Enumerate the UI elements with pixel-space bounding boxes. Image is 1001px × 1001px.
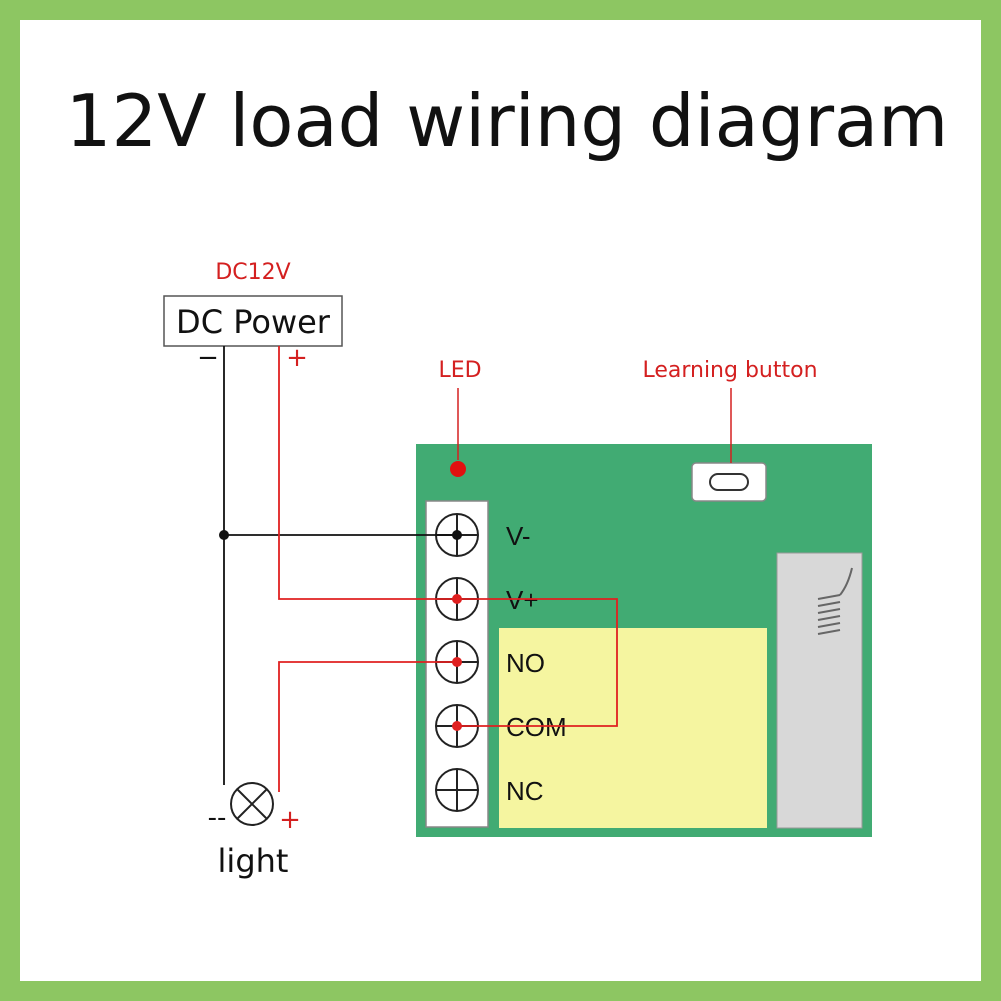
dc-power-box xyxy=(163,295,343,347)
light-label: light xyxy=(218,842,289,880)
terminal-label-no: NO xyxy=(506,648,545,678)
wire-no-to-light xyxy=(278,661,457,792)
positive-wire-power-to-com xyxy=(278,346,618,727)
dc-power-label: DC Power xyxy=(176,303,331,341)
terminal-label-nc: NC xyxy=(506,776,544,806)
light-minus-sign: -- xyxy=(208,803,227,833)
terminal-nc: NC xyxy=(435,768,544,812)
light-plus-sign: + xyxy=(279,805,301,835)
relay-area xyxy=(499,628,767,828)
diagram-title: 12V load wiring diagram xyxy=(66,79,949,163)
negative-junction-dot xyxy=(219,530,229,540)
terminal-label-v-plus: V+ xyxy=(506,585,539,615)
v-minus-connection-dot xyxy=(452,530,462,540)
learning-button-label: Learning button xyxy=(642,358,817,383)
learning-button-switch-icon xyxy=(709,473,749,491)
no-connection-dot xyxy=(452,657,462,667)
terminal-label-com: COM xyxy=(506,712,567,742)
antenna-coil-icon xyxy=(817,567,853,635)
led-indicator xyxy=(450,461,466,477)
light-bulb-icon xyxy=(230,782,274,826)
power-minus-sign: − xyxy=(197,343,219,373)
led-label: LED xyxy=(438,358,481,383)
terminal-label-v-minus: V- xyxy=(506,521,531,551)
com-connection-dot xyxy=(452,721,462,731)
v-plus-connection-dot xyxy=(452,594,462,604)
antenna-area xyxy=(776,552,863,829)
power-plus-sign: + xyxy=(286,343,308,373)
power-voltage-label: DC12V xyxy=(215,260,290,285)
